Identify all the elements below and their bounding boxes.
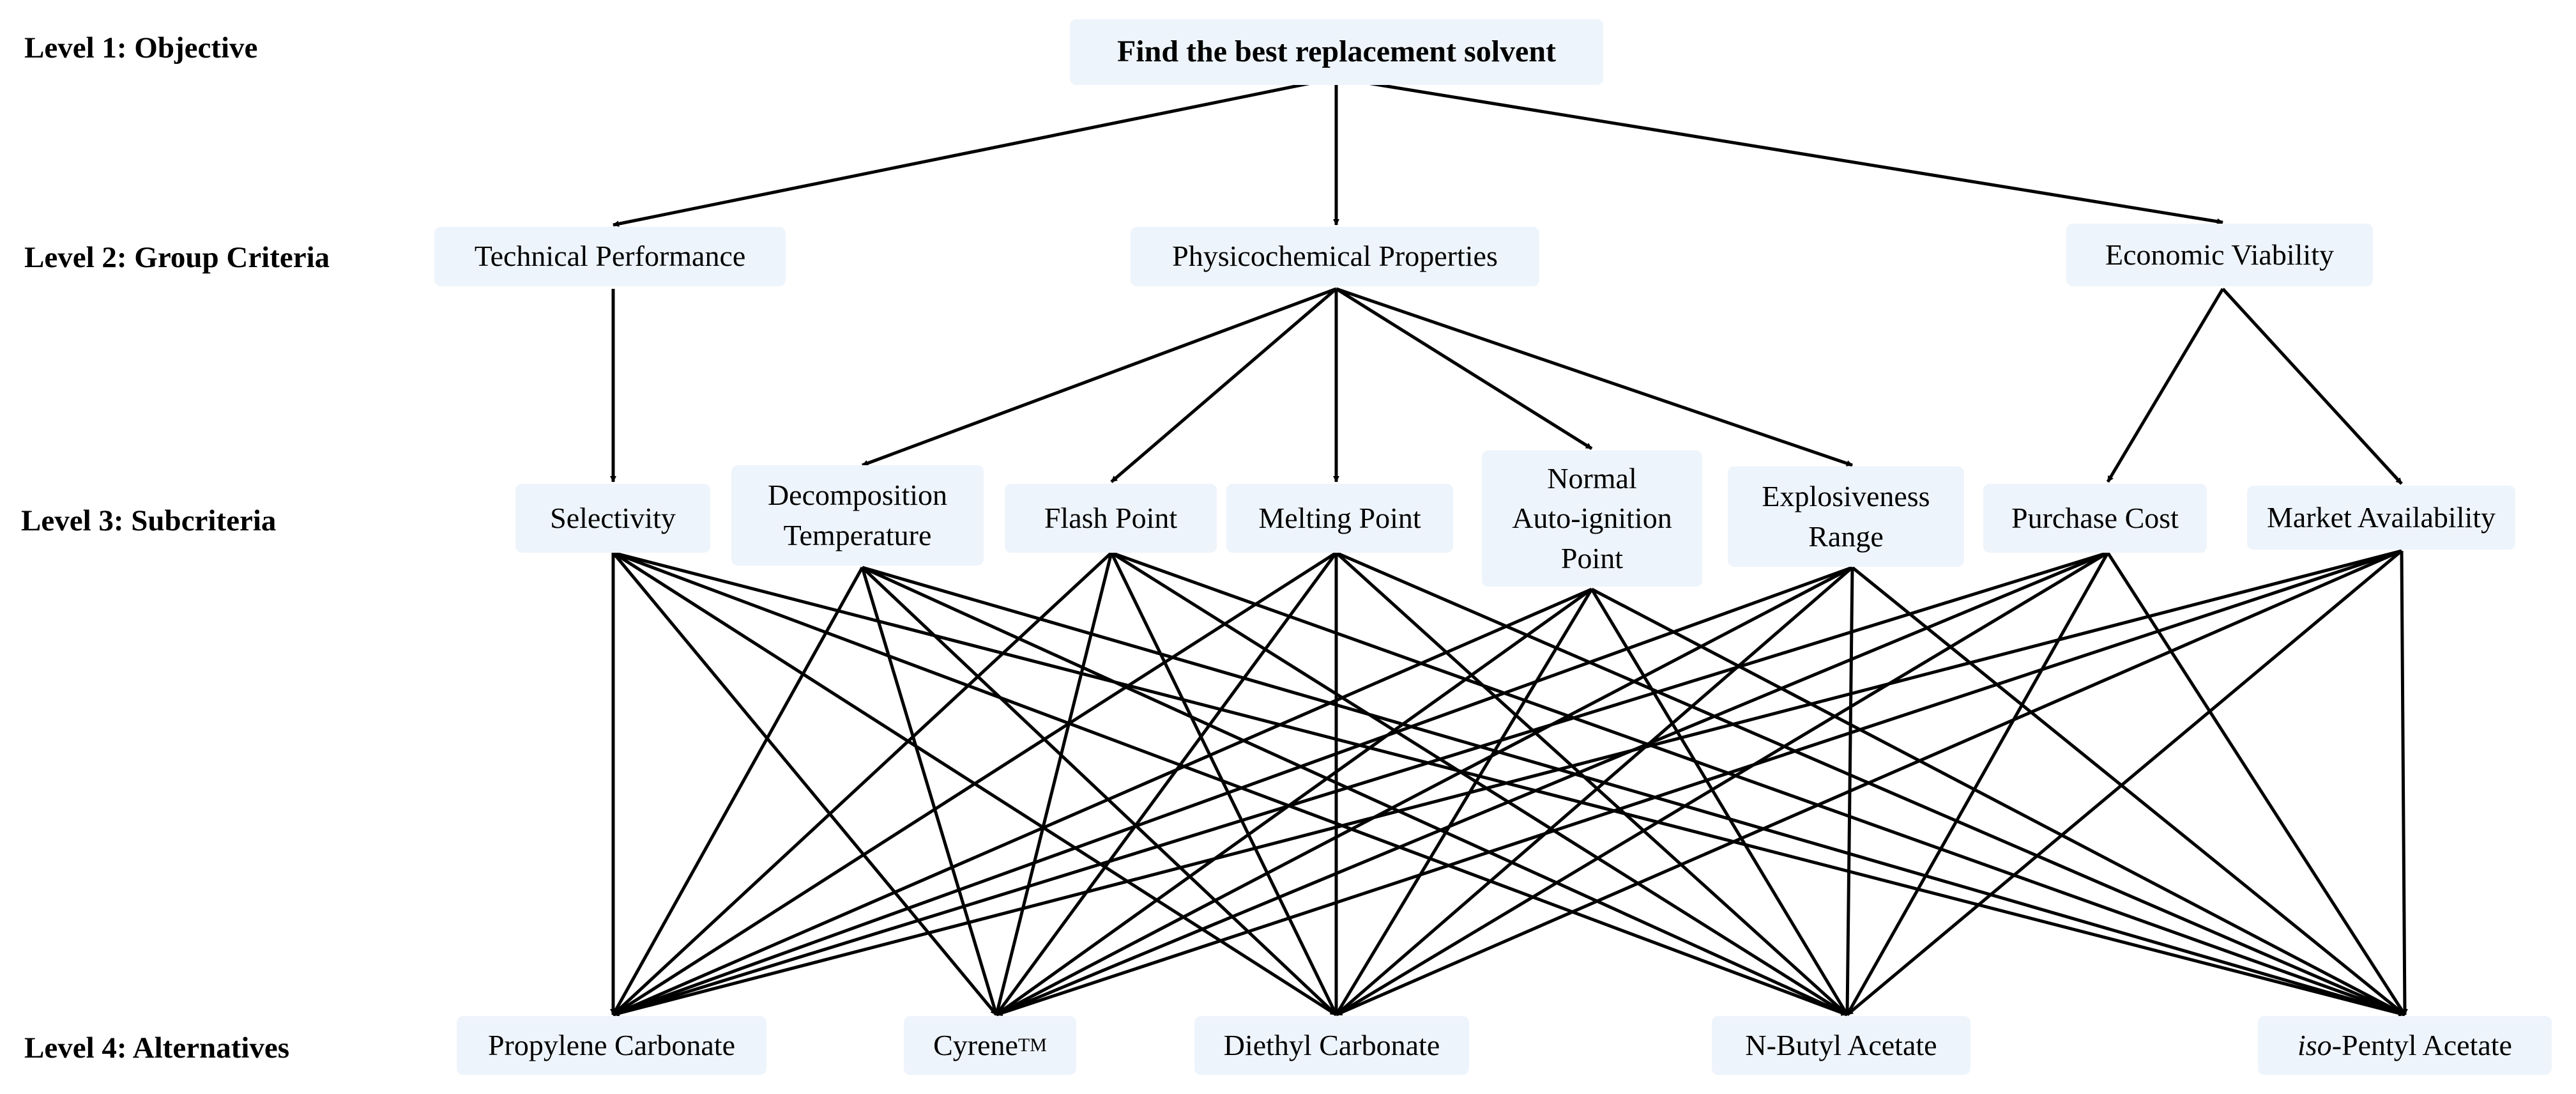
group-label: Technical Performance [474, 240, 746, 273]
edge-subcriterion-to-alternative [995, 566, 1854, 1017]
objective-label: Find the best replacement solvent [1117, 35, 1557, 69]
level-1-label: Level 1: Objective [24, 31, 258, 65]
group-label: Physicochemical Properties [1172, 240, 1498, 273]
edge-subcriterion-to-alternative [612, 551, 1338, 1017]
edge-subcriterion-to-alternative [2106, 551, 2407, 1016]
edge-subcriterion-to-alternative [995, 587, 1593, 1017]
alternative-label: Diethyl Carbonate [1223, 1028, 1440, 1061]
subcriterion-label: Explosiveness Range [1762, 480, 1930, 553]
edge-subcriterion-to-alternative [860, 567, 998, 1015]
subcriterion-label: Market Availability [2266, 500, 2496, 534]
edge-subcriterion-to-alternative [996, 549, 2402, 1017]
edge-group-to-subcriterion [862, 287, 1337, 467]
edge-subcriterion-to-alternative [1590, 588, 1849, 1016]
edge-objective-to-group [1336, 76, 2223, 225]
subcriterion-market-availability: Market Availability [2247, 486, 2515, 550]
edge-subcriterion-to-alternative [1846, 550, 2403, 1016]
edge-subcriterion-to-alternative [612, 551, 998, 1016]
level-2-label: Level 2: Group Criteria [24, 241, 330, 274]
group-technical-performance: Technical Performance [434, 227, 786, 286]
edge-subcriterion-to-alternative [611, 566, 864, 1016]
subcriterion-label: Normal Auto-ignition Point [1512, 462, 1672, 574]
edge-subcriterion-to-alternative [1111, 551, 2405, 1017]
edge-subcriterion-to-alternative [861, 566, 1338, 1016]
edge-group-to-subcriterion [1110, 288, 1338, 483]
edge-subcriterion-to-alternative [995, 551, 1338, 1016]
edge-subcriterion-to-alternative [613, 551, 1848, 1017]
subcriterion-melting-point: Melting Point [1226, 484, 1453, 553]
edge-subcriterion-to-alternative [613, 566, 1853, 1017]
group-label: Economic Viability [2105, 238, 2334, 271]
alternative-propylene-carbonate: Propylene Carbonate [457, 1016, 766, 1075]
subcriterion-flash-point: Flash Point [1005, 484, 1217, 553]
edge-subcriterion-to-alternative [1109, 551, 1338, 1016]
edge-subcriterion-to-alternative [996, 551, 2108, 1017]
edge-subcriterion-to-alternative [1336, 549, 2402, 1017]
edge-subcriterion-to-alternative [1851, 566, 2406, 1016]
edge-subcriterion-to-alternative [1335, 566, 1854, 1016]
level-3-label: Level 3: Subcriteria [21, 504, 277, 537]
subcriterion-label: Purchase Cost [2011, 501, 2179, 534]
edge-objective-to-group [613, 76, 1337, 227]
subcriterion-selectivity: Selectivity [515, 484, 710, 553]
alternative-label: Propylene Carbonate [487, 1028, 736, 1061]
edge-subcriterion-to-alternative [613, 551, 2108, 1017]
edge-subcriterion-to-alternative [612, 551, 1113, 1016]
edge-subcriterion-to-alternative [1335, 551, 1848, 1016]
level-4-label: Level 4: Alternatives [24, 1031, 290, 1065]
alternative-label: Cyrene [933, 1028, 1018, 1061]
subcriterion-decomposition-temperature: Decomposition Temperature [731, 465, 984, 566]
subcriterion-purchase-cost: Purchase Cost [1983, 484, 2207, 553]
edge-group-to-subcriterion [2106, 288, 2225, 483]
edge-subcriterion-to-alternative [1845, 551, 2110, 1016]
alternative-n-butyl-acetate: N-Butyl Acetate [1712, 1016, 1970, 1075]
subcriterion-label: Flash Point [1044, 501, 1178, 534]
edge-subcriterion-to-alternative [613, 587, 1592, 1017]
edge-subcriterion-to-alternative [862, 566, 2405, 1017]
group-economic-viability: Economic Viability [2066, 224, 2373, 286]
edge-subcriterion-to-alternative [995, 552, 1113, 1015]
subcriterion-label: Melting Point [1258, 501, 1421, 534]
objective-node: Find the best replacement solvent [1070, 19, 1603, 85]
edge-subcriterion-to-alternative [2400, 550, 2408, 1015]
alternative-diethyl-carbonate: Diethyl Carbonate [1194, 1016, 1469, 1075]
edge-group-to-subcriterion [1336, 287, 1853, 467]
alternative-label: N-Butyl Acetate [1745, 1028, 1937, 1061]
subcriterion-normal-auto-ignition-point: Normal Auto-ignition Point [1482, 451, 1702, 587]
subcriterion-label: Decomposition Temperature [767, 479, 948, 551]
trademark-superscript: TM [1017, 1034, 1047, 1056]
edge-subcriterion-to-alternative [613, 549, 2402, 1017]
alternative-label: -Pentyl Acetate [2331, 1028, 2512, 1061]
edge-group-to-subcriterion [2222, 288, 2403, 485]
edge-subcriterion-to-alternative [861, 566, 1848, 1017]
edge-subcriterion-to-alternative [1590, 587, 2406, 1017]
edge-subcriterion-to-alternative [1335, 551, 2109, 1017]
subcriterion-label: Selectivity [550, 501, 676, 534]
group-physicochemical-properties: Physicochemical Properties [1131, 227, 1539, 286]
edge-subcriterion-to-alternative [1334, 588, 1594, 1016]
edge-group-to-subcriterion [1335, 287, 1593, 451]
edge-subcriterion-to-alternative [1110, 551, 1848, 1017]
alternative-iso-pentyl-acetate: iso-Pentyl Acetate [2258, 1016, 2552, 1075]
alternative-label-prefix: iso [2298, 1028, 2332, 1061]
subcriterion-explosiveness-range: Explosiveness Range [1728, 466, 1964, 567]
